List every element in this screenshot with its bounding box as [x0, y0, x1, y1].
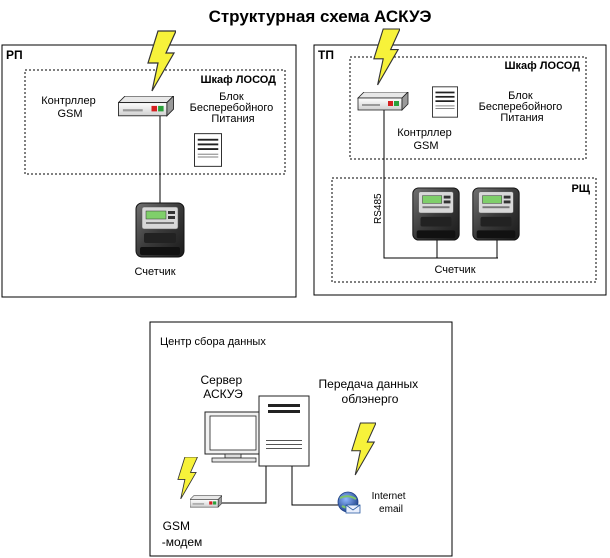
server-label: Сервер АСКУЭ [201, 373, 246, 401]
internet-globe-icon [337, 491, 361, 514]
tp-bus-line [383, 108, 498, 259]
rp-wireless-icon [147, 30, 176, 92]
internet-label: Internet email [372, 491, 409, 515]
rp-ups-label: Блок Бесперебойного Питания [190, 91, 277, 125]
tp-meter-icon-1 [412, 187, 460, 241]
monitor-icon [204, 411, 262, 463]
transfer-label: Передача данных облэнерго [319, 377, 422, 406]
tp-rsh-label: РЩ [571, 183, 590, 195]
rp-ups-icon [194, 133, 222, 167]
data-center-label: Центр сбора данных [160, 336, 266, 348]
rp-cabinet [24, 69, 286, 175]
modem-server-line [222, 466, 267, 504]
rp-meter-label: Счетчик [134, 266, 175, 278]
rp-label: РП [6, 48, 23, 62]
tp-meter-icon-2 [472, 187, 520, 241]
tp-cabinet [349, 56, 587, 160]
tp-ups-label: Блок Бесперебойного Питания [479, 90, 566, 124]
tp-block: ТП Шкаф ЛОСОД РЩ RS485 Контрллер GSM Бло… [313, 28, 607, 296]
modem-wireless-icon [177, 457, 198, 499]
rp-controller-label: Контрллер GSM [41, 95, 99, 120]
server-tower-icon [258, 395, 310, 467]
server-internet-line [291, 466, 338, 506]
tp-controller-icon [357, 92, 409, 111]
rp-block: РП Шкаф ЛОСОД Контрллер GSM Блок Беспере… [1, 30, 297, 298]
tp-controller-label: Контрллер GSM [397, 127, 455, 152]
tp-bus-label: RS485 [373, 193, 384, 224]
tp-label: ТП [318, 48, 334, 62]
tp-cabinet-label: Шкаф ЛОСОД [504, 60, 580, 72]
data-center-block: Центр сбора данных Сервер АСКУЭ Передача… [149, 321, 453, 557]
page-title: Структурная схема АСКУЭ [209, 7, 432, 26]
rp-meter-icon [135, 202, 185, 258]
gsm-modem-icon [190, 495, 222, 508]
rp-controller-icon [118, 96, 174, 117]
transfer-wireless-icon [351, 422, 376, 476]
tp-meter-label: Счетчик [434, 264, 475, 276]
tp-wireless-icon [373, 28, 400, 86]
gsm-modem-label: GSM -модем [162, 519, 203, 549]
rp-cabinet-label: Шкаф ЛОСОД [200, 74, 276, 86]
tp-ups-icon [432, 86, 458, 118]
tp-rsh-panel [331, 177, 597, 283]
